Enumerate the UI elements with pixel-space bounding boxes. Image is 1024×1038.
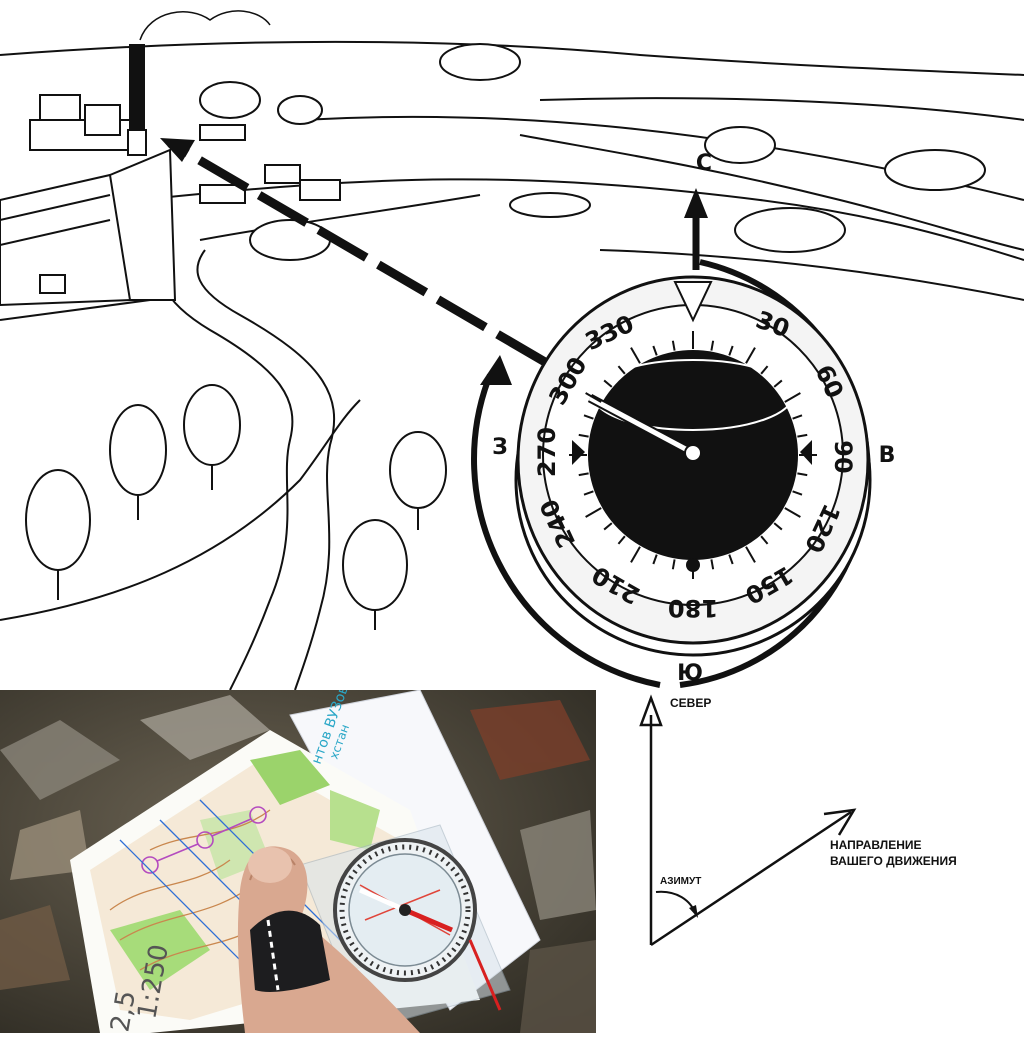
compass-tick [652,345,658,356]
compass-tick [630,546,641,563]
compass-tick [617,535,626,545]
compass-tick [671,559,676,570]
azimuth-diagram: СЕВЕР НАПРАВЛЕНИЕ ВАШЕГО ДВИЖЕНИЯ АЗИМУТ [596,690,1024,1033]
cardinal-west: З [492,435,508,460]
compass-tick [585,392,602,403]
rotation-arrowhead-left [480,355,512,385]
compass-tick [583,490,594,496]
degree-label-180: 180 [668,594,718,622]
compass-tick [710,340,715,351]
village-houses [199,124,341,204]
hand [237,846,420,1033]
compass-tick [773,522,783,531]
compass-tick [585,507,602,518]
direction-arrowhead [823,808,857,836]
cardinal-south: Ю [677,661,703,686]
compass-tick [578,433,589,438]
factory-buildings [0,44,177,321]
rubble [0,695,596,1033]
direction-label-line-2: ВАШЕГО ДВИЖЕНИЯ [830,854,957,868]
cardinal-east: В [879,443,896,468]
compass-tick [578,472,589,477]
compass-tick [671,340,676,351]
winding-road [159,194,481,690]
compass-tick [603,522,613,531]
compass-tick [797,433,808,438]
azimuth-drawing [639,694,857,947]
smoke [139,10,271,41]
compass-tick [745,347,756,364]
north-arrowhead [639,694,663,727]
orienteering-photo: нтов ВУЗов хстан 1:250 2,5 [0,690,596,1033]
compass-tick [745,546,756,563]
direction-label-line-1: НАПРАВЛЕНИЕ [830,838,922,852]
compass-tick [617,365,626,375]
sighting-line [160,138,548,366]
compass-tick [710,559,715,570]
compass-tick [784,507,801,518]
north-arrow [684,188,708,218]
landscape-illustration: 330 30 60 90 120 150 180 210 240 270 300… [0,10,1024,690]
compass-tick [784,392,801,403]
azimuth-label: АЗИМУТ [660,876,702,887]
north-label: СЕВЕР [670,696,712,710]
compass-tick [630,347,641,364]
compass-tick [728,345,734,356]
trees [25,43,986,630]
azimuth-angle-arc [655,890,697,916]
compass-tick [792,414,803,420]
compass-body [514,275,872,657]
map-scale-2: 2,5 [105,988,142,1033]
compass-tick [603,379,613,388]
cardinal-north: С [696,151,712,176]
degree-label-270: 270 [533,427,561,477]
compass-tick [797,472,808,477]
compass-tick [583,414,594,420]
compass-tick [760,365,769,375]
compass-tick [760,535,769,545]
compass-tick [728,554,734,565]
compass-tick [652,554,658,565]
compass-tick [792,490,803,496]
compass-tick [773,379,783,388]
degree-label-90: 90 [829,440,857,473]
